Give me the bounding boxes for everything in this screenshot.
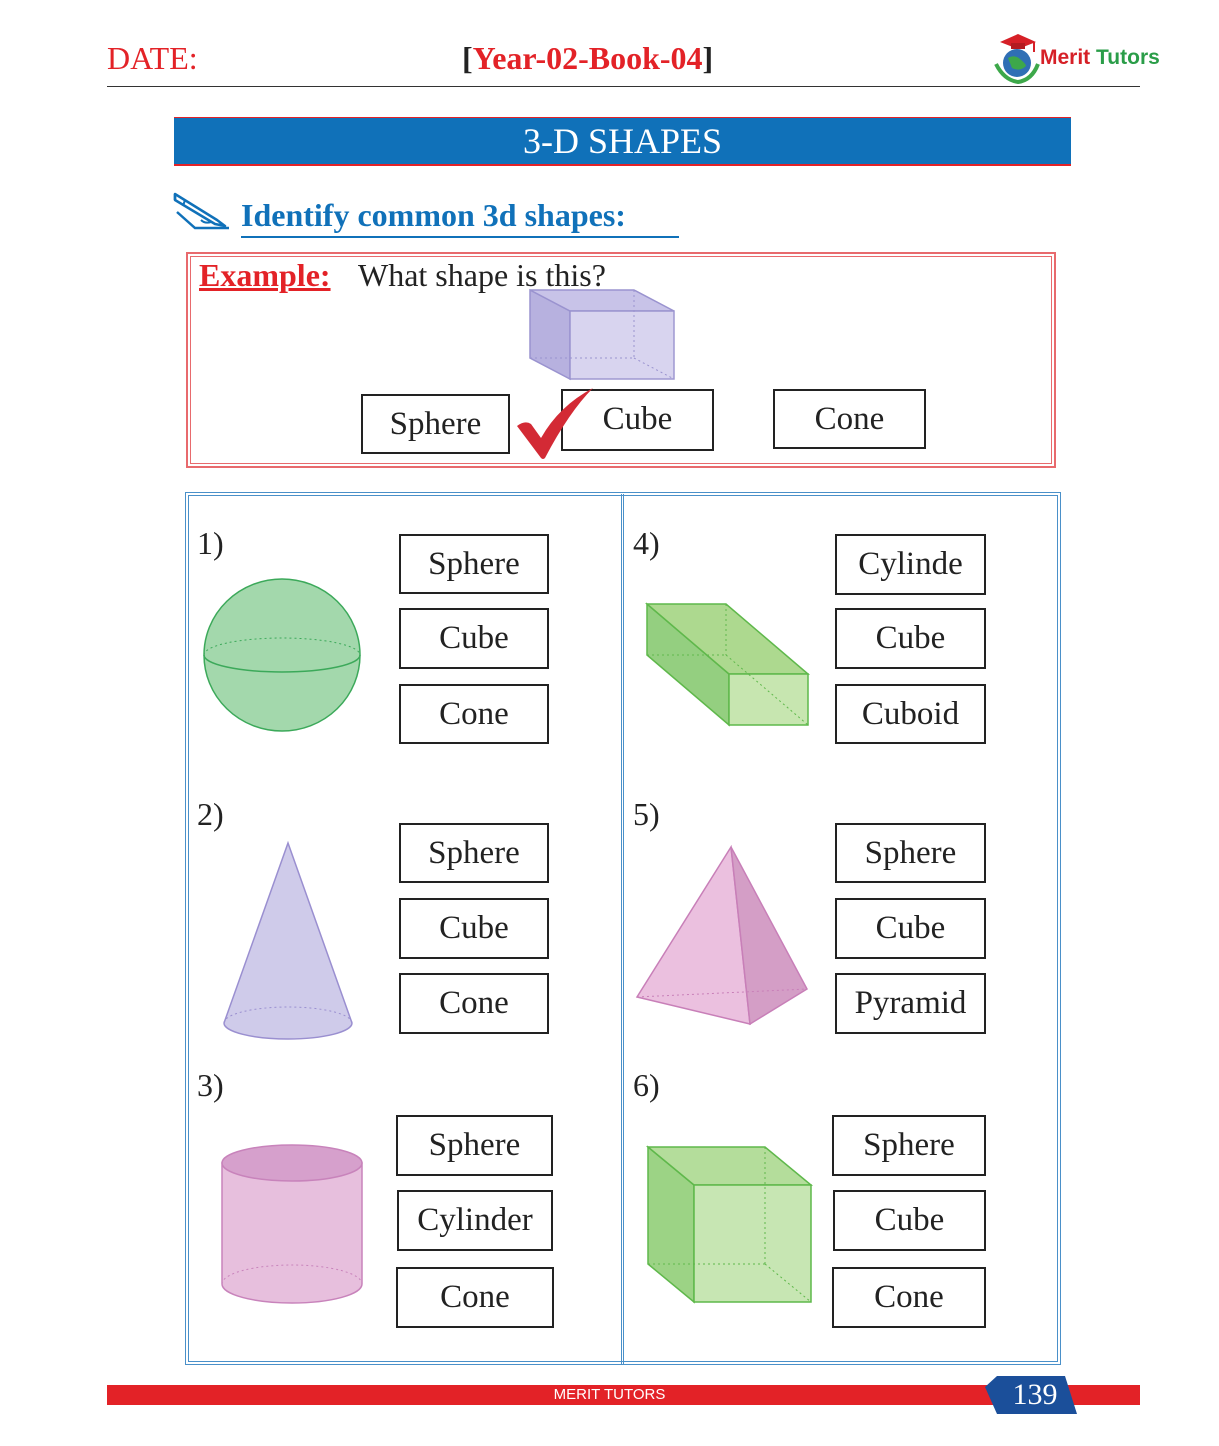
- page-title: 3-D SHAPES: [174, 117, 1071, 166]
- question-1-option-cone[interactable]: Cone: [399, 684, 549, 744]
- logo-word-tutors: Tutors: [1096, 46, 1160, 69]
- questions-grid: [185, 492, 1061, 1365]
- cylinder-figure: [221, 1144, 363, 1304]
- merit-tutors-logo: Merit Tutors: [992, 30, 1160, 86]
- sphere-figure: [203, 578, 361, 732]
- question-2-option-sphere[interactable]: Sphere: [399, 823, 549, 883]
- example-question: What shape is this?: [358, 257, 606, 293]
- cuboid-figure: [645, 602, 811, 727]
- example-label: Example:: [199, 257, 331, 293]
- question-3-option-sphere[interactable]: Sphere: [396, 1115, 553, 1176]
- graduation-globe-icon: [994, 34, 1040, 85]
- footer-brand: MERIT TUTORS: [553, 1386, 666, 1403]
- question-3-number: 3): [197, 1067, 224, 1103]
- book-id: [Year-02-Book-04]: [462, 40, 714, 76]
- question-6-option-cone[interactable]: Cone: [832, 1267, 986, 1328]
- instruction-heading: Identify common 3d shapes:: [241, 197, 626, 233]
- question-2-number: 2): [197, 796, 224, 832]
- pencil-writing-icon: [173, 192, 229, 230]
- example-option-cube[interactable]: Cube: [561, 389, 714, 451]
- date-label: DATE:: [107, 40, 198, 76]
- question-5-option-pyramid[interactable]: Pyramid: [835, 973, 986, 1034]
- instruction-underline: [241, 236, 679, 238]
- example-option-sphere[interactable]: Sphere: [361, 394, 510, 454]
- checkmark-icon: [517, 388, 593, 459]
- logo-word-merit: Merit: [1040, 46, 1091, 69]
- question-4-option-cuboid[interactable]: Cuboid: [835, 684, 986, 744]
- cone-figure: [223, 840, 353, 1040]
- question-6-option-sphere[interactable]: Sphere: [832, 1115, 986, 1176]
- footer-bar: [107, 1385, 1140, 1405]
- grid-column-divider: [621, 494, 624, 1364]
- question-1-option-cube[interactable]: Cube: [399, 608, 549, 669]
- question-5-number: 5): [633, 796, 660, 832]
- question-4-option-cylinde[interactable]: Cylinde: [835, 534, 986, 595]
- page-number-tab: [985, 1376, 1077, 1414]
- question-1-number: 1): [197, 525, 224, 561]
- header-divider: [107, 86, 1140, 87]
- question-4-number: 4): [633, 525, 660, 561]
- question-6-option-cube[interactable]: Cube: [833, 1190, 986, 1251]
- example-option-cone[interactable]: Cone: [773, 389, 926, 449]
- question-5-option-cube[interactable]: Cube: [835, 898, 986, 959]
- question-3-option-cylinder[interactable]: Cylinder: [397, 1190, 553, 1251]
- page-number: 139: [1012, 1378, 1058, 1411]
- question-2-option-cube[interactable]: Cube: [399, 898, 549, 959]
- example-cuboid-figure: [529, 288, 675, 381]
- question-6-number: 6): [633, 1067, 660, 1103]
- example-panel: [186, 252, 1056, 468]
- question-4-option-cube[interactable]: Cube: [835, 608, 986, 669]
- cube-figure: [645, 1145, 814, 1304]
- question-1-option-sphere[interactable]: Sphere: [399, 534, 549, 594]
- pyramid-figure: [635, 844, 808, 1026]
- question-2-option-cone[interactable]: Cone: [399, 973, 549, 1034]
- question-5-option-sphere[interactable]: Sphere: [835, 823, 986, 883]
- question-3-option-cone[interactable]: Cone: [396, 1267, 554, 1328]
